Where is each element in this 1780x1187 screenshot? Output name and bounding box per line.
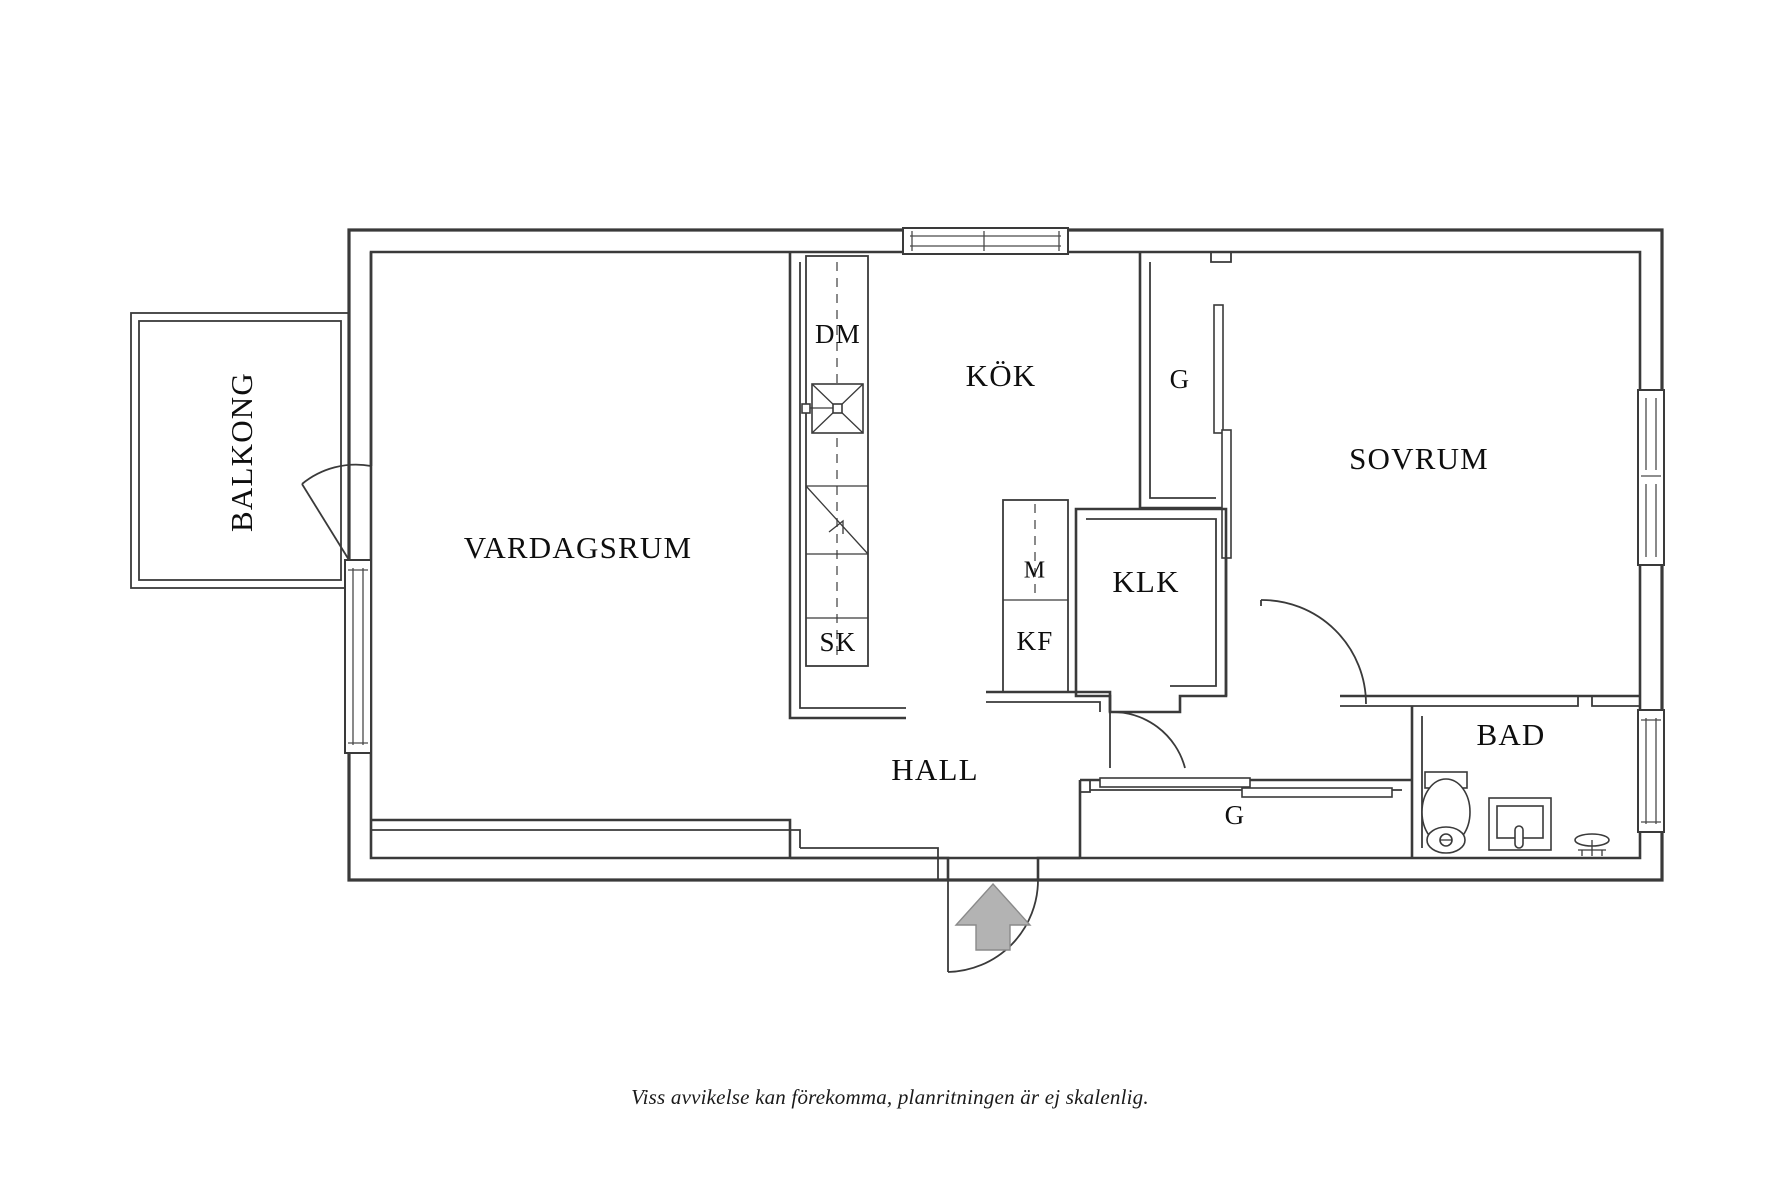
room-label-sovrum: SOVRUM	[1349, 441, 1489, 476]
window-kitchen	[902, 227, 1069, 255]
washbasin-icon	[1488, 797, 1552, 851]
floor-drain-icon	[1574, 833, 1610, 856]
kitchen-right-partition	[1138, 252, 1228, 696]
room-label-bad: BAD	[1476, 717, 1545, 752]
room-label-vardagsrum: VARDAGSRUM	[464, 530, 693, 565]
door-entrance	[947, 879, 1039, 973]
refrigerator-label: KF	[1017, 626, 1054, 656]
entrance-arrow-icon	[954, 882, 1032, 951]
room-label-klk: KLK	[1112, 564, 1179, 599]
kitchen-cabinet-run	[788, 252, 906, 720]
wardrobe-bedroom	[1210, 253, 1232, 559]
bedroom-bath-partition	[1340, 694, 1640, 707]
bathroom-left-wall	[1410, 706, 1423, 858]
stove-icon	[805, 485, 869, 555]
sink-cabinet-label: SK	[820, 627, 857, 657]
kitchen-sink-icon	[801, 383, 864, 434]
wardrobe-label-bedroom: G	[1170, 364, 1191, 394]
kitchen-base-wall	[986, 690, 1112, 712]
door-bedroom	[1260, 599, 1367, 705]
door-walk-in-closet	[1109, 711, 1186, 769]
appliance-stack	[1002, 499, 1069, 693]
room-label-hall: HALL	[891, 752, 978, 787]
toilet-icon	[1421, 771, 1471, 854]
window-living-room	[344, 559, 372, 754]
hall-living-partition	[371, 818, 1080, 880]
room-label-kok: KÖK	[966, 358, 1037, 393]
door-balcony	[301, 252, 373, 561]
dishwasher-label: DM	[815, 319, 861, 349]
window-bedroom	[1637, 389, 1665, 566]
microwave-label: M	[1024, 558, 1047, 584]
room-label-balkong: BALKONG	[224, 372, 259, 532]
walk-in-closet-klk	[1074, 507, 1228, 714]
plan-disclaimer-caption: Viss avvikelse kan förekomma, planritnin…	[631, 1085, 1149, 1109]
wardrobe-hall	[1078, 777, 1412, 858]
wardrobe-label-hall: G	[1225, 800, 1246, 830]
window-bathroom	[1637, 709, 1665, 833]
bathroom-fixtures	[1421, 771, 1610, 856]
